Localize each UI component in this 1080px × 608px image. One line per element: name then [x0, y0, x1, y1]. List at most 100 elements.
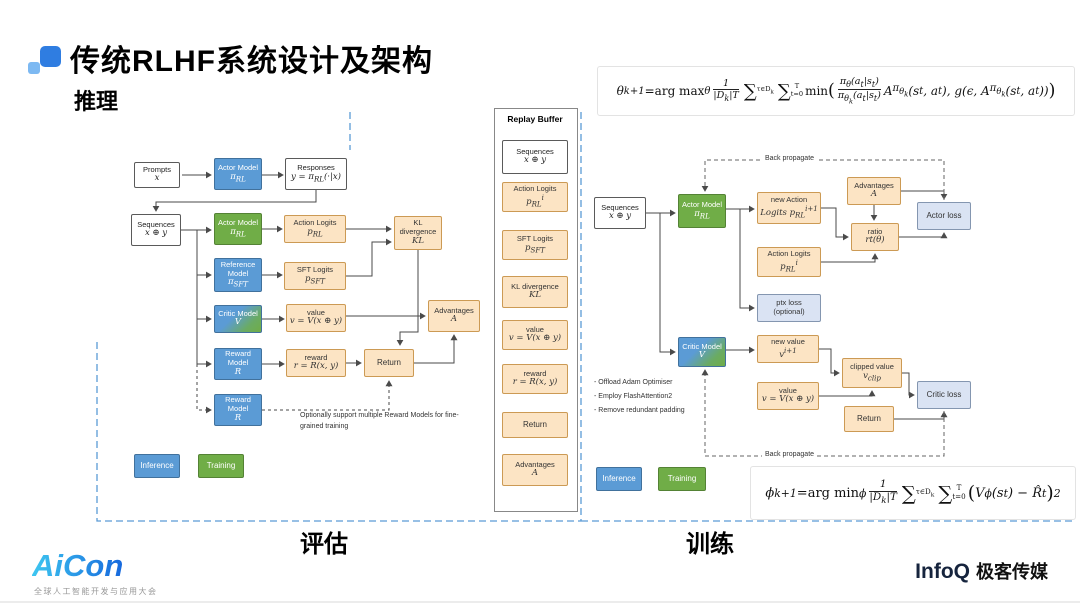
backprop-dashes	[701, 159, 945, 457]
label: ratio	[867, 226, 883, 236]
label: Action Logits	[513, 184, 557, 194]
train-value-node: value v = V(x ⊕ y)	[757, 382, 819, 410]
sublabel: (optional)	[773, 307, 805, 316]
note-line: - Offload Adam Optimiser	[594, 379, 673, 386]
math: A	[450, 314, 458, 325]
math: r = R(x, y)	[293, 361, 339, 372]
section-label-training: 训练	[686, 531, 734, 558]
label: Inference	[602, 474, 636, 484]
train-actor-model-node: Actor Model πRL	[678, 194, 726, 228]
math: vclip	[863, 370, 881, 383]
prompts-node: Prompts x	[134, 162, 180, 188]
math: KL	[529, 290, 541, 301]
logo-square-big	[40, 46, 61, 67]
label: Training	[667, 474, 697, 484]
math: πRL	[230, 226, 246, 239]
math: v = V(x ⊕ y)	[289, 316, 343, 327]
label: Actor Model	[217, 218, 259, 228]
label: Responses	[297, 163, 335, 173]
label: Actor Model	[217, 163, 259, 173]
label: Advantages	[434, 305, 474, 315]
label: Advantages	[854, 180, 894, 190]
rb-return-node: Return	[502, 412, 568, 438]
aicon-wordmark: AiCon	[32, 548, 124, 583]
math: KL	[412, 235, 424, 246]
value-node: value v = V(x ⊕ y)	[286, 304, 346, 332]
label: KL divergence	[399, 218, 437, 237]
math: pSFT	[525, 242, 545, 255]
label: Sequences	[137, 219, 175, 229]
label: Action Logits	[767, 249, 811, 259]
label: reward	[523, 368, 547, 378]
math: y = πRL(·|x)	[291, 171, 341, 184]
label: Actor Model	[681, 200, 723, 210]
rb-kl-node: KL divergence KL	[502, 276, 568, 308]
critic-model-node: Critic Model V	[214, 305, 262, 333]
note-line: - Employ FlashAttention2	[594, 393, 673, 400]
label: Critic loss	[926, 390, 962, 400]
multi-reward-note: Optionally support multiple Reward Model…	[300, 412, 459, 431]
kl-divergence-node: KL divergence KL	[394, 216, 442, 250]
math: πSFT	[227, 277, 249, 289]
new-value-node: new value vi+1	[757, 335, 819, 363]
rb-sequences-node: Sequences x ⊕ y	[502, 140, 568, 174]
label: value	[526, 324, 544, 334]
replay-buffer-title: Replay Buffer	[507, 114, 563, 124]
section-label-inference: 推理	[74, 89, 119, 114]
label: Reward Model	[225, 395, 251, 414]
actor-model-training-node: Actor Model πRL	[214, 213, 262, 245]
page-title: 传统RLHF系统设计及架构	[70, 45, 433, 78]
math: x	[154, 173, 160, 184]
math: v = V(x ⊕ y)	[761, 394, 815, 405]
section-divider-dashes	[96, 112, 1076, 522]
label: ptx loss	[776, 298, 802, 308]
reward-node: reward r = R(x, y)	[286, 349, 346, 377]
clipped-value-node: clipped value vclip	[842, 358, 902, 388]
rb-value-node: value v = V(x ⊕ y)	[502, 320, 568, 350]
label: Sequences	[516, 146, 554, 156]
label: Training	[206, 461, 236, 471]
math: v = V(x ⊕ y)	[508, 333, 562, 344]
action-logits-node: Action Logits pRL	[284, 215, 346, 243]
train-advantages-node: Advantages A	[847, 177, 901, 205]
train-action-logits-node: Action Logits pRLi	[757, 247, 821, 277]
critic-loss-node: Critic loss	[917, 381, 971, 409]
back-propagate-label-top: Back propagate	[762, 155, 818, 162]
replay-buffer-container	[494, 108, 578, 512]
ratio-node: ratio rt(θ)	[851, 223, 899, 251]
legend-training-right: Training	[658, 467, 706, 491]
label: Return	[856, 414, 881, 424]
math: V	[234, 317, 242, 328]
math: rt(θ)	[865, 235, 885, 246]
label: new value	[771, 336, 805, 346]
rb-action-logits-node: Action Logits pRLi	[502, 182, 568, 212]
label: Inference	[140, 461, 174, 471]
label: Reference Model	[220, 259, 256, 278]
label: KL divergence	[511, 281, 559, 291]
math: pRLi	[526, 192, 544, 209]
math: R	[234, 412, 242, 423]
ptx-loss-node: ptx loss (optional)	[757, 294, 821, 322]
optimisation-notes: - Offload Adam Optimiser - Employ FlashA…	[594, 376, 714, 418]
reward-model-2-node: Reward Model R	[214, 394, 262, 426]
math: r = R(x, y)	[512, 377, 558, 388]
label: reward	[304, 352, 328, 362]
sequences-node: Sequences x ⊕ y	[131, 214, 181, 246]
infoq-wordmark: InfoQ	[915, 560, 970, 583]
section-label-evaluation: 评估	[300, 531, 348, 558]
label: Advantages	[515, 459, 555, 469]
reward-model-node: Reward Model R	[214, 348, 262, 380]
training-arrows	[646, 190, 948, 420]
math: x ⊕ y	[523, 155, 547, 166]
new-action-logits-node: new Action Logits pRLi+1	[757, 192, 821, 224]
label: Action Logits	[293, 218, 337, 228]
legend-inference: Inference	[134, 454, 180, 478]
label: Sequences	[601, 202, 639, 212]
math: A	[870, 189, 878, 200]
actor-loss-node: Actor loss	[917, 202, 971, 230]
label: Return	[522, 420, 547, 430]
math: V	[698, 350, 706, 361]
label: Prompts	[143, 164, 171, 174]
